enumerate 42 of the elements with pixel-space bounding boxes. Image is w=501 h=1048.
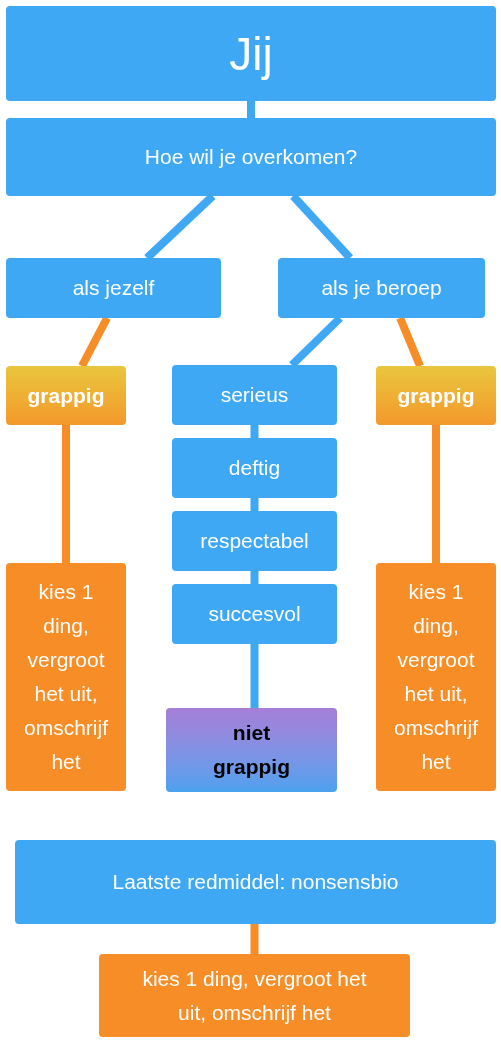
- trait-box: [172, 438, 337, 498]
- node-text: niet grappig: [212, 720, 291, 780]
- node-text: kies 1 ding, vergroot het uit, omschrijf het: [23, 579, 109, 775]
- node-text: als je beroep: [321, 275, 442, 302]
- trait-box: [172, 584, 337, 644]
- tip-box: [99, 954, 410, 1037]
- connector-line: [432, 425, 440, 563]
- connector-line: [250, 498, 259, 511]
- tip-box: [376, 563, 496, 791]
- connector-line: [250, 425, 259, 438]
- connector-line: [250, 644, 259, 708]
- title-box: [6, 6, 496, 101]
- trait-box: [376, 366, 496, 425]
- node-text: serieus: [220, 382, 289, 409]
- connector-line: [250, 924, 259, 954]
- tip-box: [6, 563, 126, 791]
- connector-line: [62, 425, 70, 563]
- trait-box: [172, 365, 337, 425]
- option-box: [278, 258, 485, 318]
- connector-line: [396, 316, 424, 368]
- connector-line: [250, 571, 259, 584]
- connector-line: [247, 101, 255, 118]
- node-text: deftig: [228, 455, 281, 482]
- question-box: [6, 118, 496, 196]
- connector-line: [144, 193, 216, 261]
- node-text: grappig: [397, 382, 475, 409]
- option-box: [6, 258, 221, 318]
- result-box: [166, 708, 337, 792]
- node-text: kies 1 ding, vergroot het uit, omschrijf het: [393, 579, 479, 775]
- node-text: succesvol: [208, 601, 301, 628]
- trait-box: [172, 511, 337, 571]
- trait-box: [6, 366, 126, 425]
- node-text: Laatste redmiddel: nonsensbio: [112, 869, 399, 896]
- connector-line: [290, 193, 353, 261]
- node-text: respectabel: [200, 528, 309, 555]
- node-text: grappig: [27, 382, 105, 409]
- connector-line: [289, 315, 343, 368]
- node-text: kies 1 ding, vergroot het uit, omschrijf het: [141, 965, 368, 1026]
- fallback-box: [15, 840, 496, 924]
- node-text: Hoe wil je overkomen?: [144, 144, 358, 171]
- connector-line: [78, 316, 111, 368]
- node-text: als jezelf: [72, 275, 155, 302]
